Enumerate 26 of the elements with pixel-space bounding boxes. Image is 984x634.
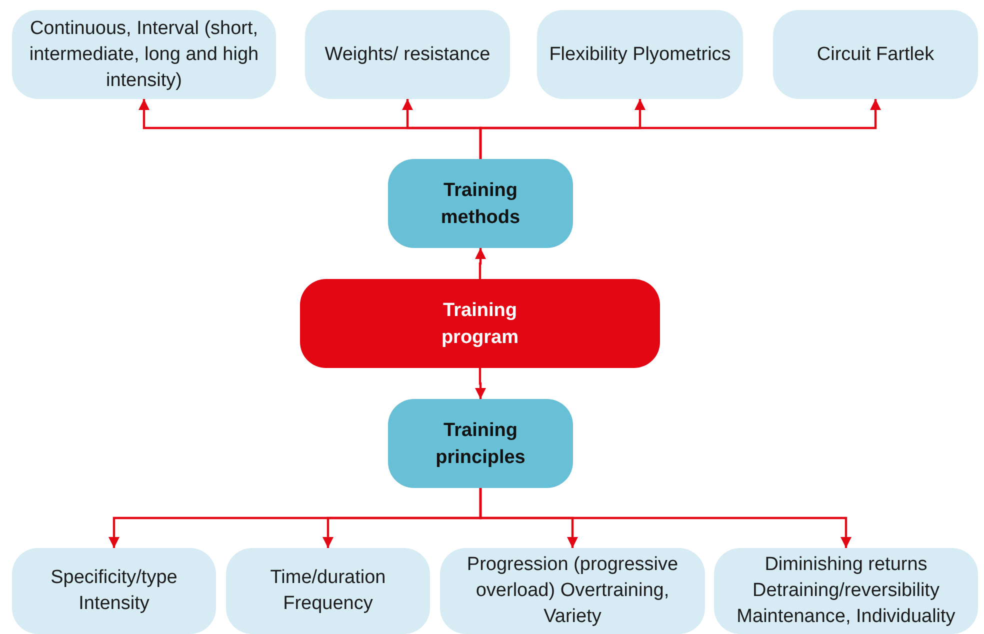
node-text: Training principles	[434, 418, 526, 470]
info-box	[12, 10, 276, 99]
arrow	[479, 488, 852, 548]
node-text: Diminishing returns Detraining/reversibility Maintenance, Individuality	[736, 553, 956, 629]
arrow	[475, 368, 486, 399]
arrow	[475, 248, 486, 279]
info-box	[537, 10, 743, 99]
category-box	[388, 399, 573, 488]
node-text: Flexibility Plyometrics	[549, 42, 731, 66]
node-text: Training methods	[440, 178, 522, 230]
info-box	[305, 10, 510, 99]
info-box	[714, 548, 978, 634]
node-text: Time/duration Frequency	[269, 566, 387, 616]
info-box	[226, 548, 430, 634]
info-box	[773, 10, 978, 99]
info-box	[12, 548, 216, 634]
node-text: Specificity/type Intensity	[50, 566, 178, 616]
node-text: Weights/ resistance	[324, 42, 490, 66]
node-text: Training program	[440, 298, 520, 350]
node-text: Continuous, Interval (short, intermediate, long and high intensity)	[28, 16, 260, 92]
node-text: Progression (progressive overload) Overtraining, Variety	[466, 553, 680, 629]
central-box	[300, 279, 660, 368]
info-box	[440, 548, 705, 634]
category-box	[388, 159, 573, 248]
arrow	[479, 99, 881, 159]
node-text: Circuit Fartlek	[816, 42, 934, 66]
